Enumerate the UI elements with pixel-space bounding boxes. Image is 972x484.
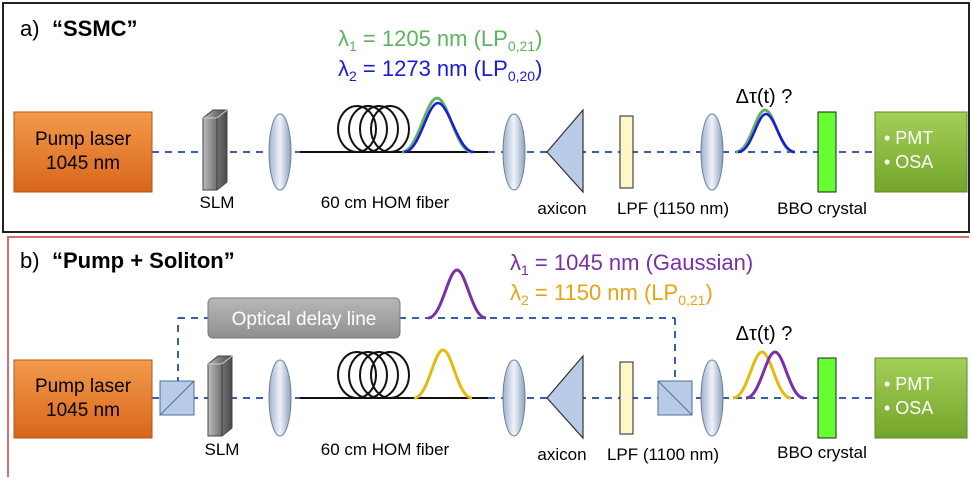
lens-b-2 [502,359,526,437]
pulse-b-combined-purple [745,350,805,400]
lens-a-3 [700,113,724,191]
slm-a-label: SLM [200,193,235,212]
detector-a-line2: • OSA [884,152,933,172]
pump-b-line2: 1045 nm [46,400,120,421]
slm-b [207,355,233,437]
pulse-b-combined-yellow [732,350,792,400]
axicon-b [546,354,584,440]
lpf-a-label: LPF (1150 nm) [617,199,729,218]
detector-a-line1: • PMT [884,128,933,148]
delta-a-label: Δτ(t) ? [736,86,793,108]
axicon-a [546,108,584,194]
bbo-b [817,357,837,439]
panel-a-tag: a) [20,16,40,41]
detector-b: • PMT • OSA [874,357,968,439]
panel-a-lambda2: λ2 = 1273 nm (LP0,20) [338,56,542,84]
lpf-b-label: LPF (1100 nm) [607,445,719,464]
delta-b-label: Δτ(t) ? [736,323,793,345]
lens-b-3 [700,359,724,437]
beam-splitter-b-1 [159,380,195,416]
lens-b-1 [268,359,292,437]
bbo-a [817,111,837,193]
fiber-coil-b [337,351,410,399]
slm-b-label: SLM [205,440,240,459]
detector-b-line1: • PMT [884,374,933,394]
panel-a-border [2,2,970,233]
lens-a-2 [502,113,526,191]
bbo-b-label: BBO crystal [777,443,867,462]
beam-splitter-b-2 [657,380,693,416]
pump-laser-a: Pump laser 1045 nm [13,111,153,193]
fiber-coil-a [337,105,410,153]
lpf-b [619,361,634,435]
panel-b-lambda1: λ1 = 1045 nm (Gaussian) [510,250,753,278]
panel-a-lambda1: λ1 = 1205 nm (LP0,21) [338,26,542,54]
fiber-a-label: 60 cm HOM fiber [321,193,450,212]
panel-b-lambda2: λ2 = 1150 nm (LP0,21) [510,280,713,308]
optical-delay-line: Optical delay line [207,297,401,339]
pulse-a-combined-blue [737,112,796,154]
detector-b-line2: • OSA [884,398,933,418]
detector-a: • PMT • OSA [874,111,968,193]
panel-a-title: “SSMC” [52,16,138,41]
pulse-a-lambda2 [403,101,475,154]
axicon-a-label: axicon [537,199,586,218]
panel-b-border [7,236,969,477]
fiber-b-label: 60 cm HOM fiber [321,440,450,459]
axicon-b-label: axicon [537,445,586,464]
lens-a-1 [268,113,292,191]
panel-b-title: “Pump + Soliton” [52,248,235,273]
pulse-b-delay-purple [427,268,487,320]
bbo-a-label: BBO crystal [777,199,867,218]
slm-a [202,109,228,191]
delay-label: Optical delay line [232,309,377,330]
panel-b-tag: b) [20,248,40,273]
pump-a-line2: 1045 nm [46,153,120,174]
pump-b-line1: Pump laser [35,376,132,397]
panel-a: a) “SSMC” λ1 = 1205 nm (LP0,21) λ2 = 127… [2,2,970,233]
pulse-b-soliton [413,348,473,400]
panel-b: b) “Pump + Soliton” λ1 = 1045 nm (Gaussi… [7,236,969,477]
lpf-a [619,115,634,189]
pump-a-line1: Pump laser [35,129,132,150]
pump-laser-b: Pump laser 1045 nm [13,359,153,439]
